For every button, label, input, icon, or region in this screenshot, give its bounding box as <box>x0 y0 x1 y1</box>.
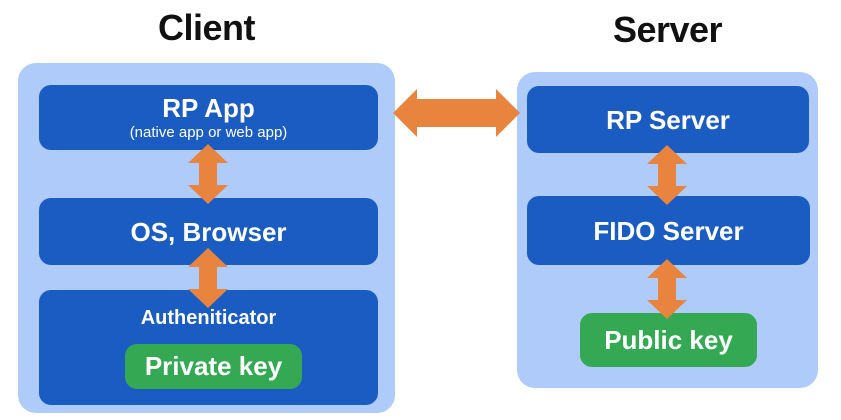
client-server-arrow-icon <box>393 88 520 138</box>
rp-app-os-arrow-icon <box>188 144 228 204</box>
authenticator-label: Autheniticator <box>140 307 277 329</box>
os-browser-label: OS, Browser <box>130 216 287 247</box>
private-key-box: Private key <box>125 344 302 389</box>
authenticator-box: Autheniticator Private key <box>39 290 378 405</box>
rp-server-fido-arrow-icon <box>647 145 687 205</box>
fido-public-key-arrow-icon <box>647 259 687 319</box>
os-authenticator-arrow-icon <box>188 248 228 308</box>
rp-app-box: RP App (native app or web app) <box>39 85 378 150</box>
server-title: Server <box>612 9 723 50</box>
fido-server-box: FIDO Server <box>527 196 810 265</box>
public-key-label: Public key <box>604 324 733 355</box>
private-key-label: Private key <box>144 351 283 381</box>
client-title: Client <box>157 7 256 48</box>
rp-app-sublabel: (native app or web app) <box>129 123 288 141</box>
rp-app-label: RP App <box>162 92 255 123</box>
fido-server-label: FIDO Server <box>593 215 744 246</box>
rp-server-label: RP Server <box>606 104 730 135</box>
public-key-box: Public key <box>580 313 757 367</box>
rp-server-box: RP Server <box>527 86 809 153</box>
